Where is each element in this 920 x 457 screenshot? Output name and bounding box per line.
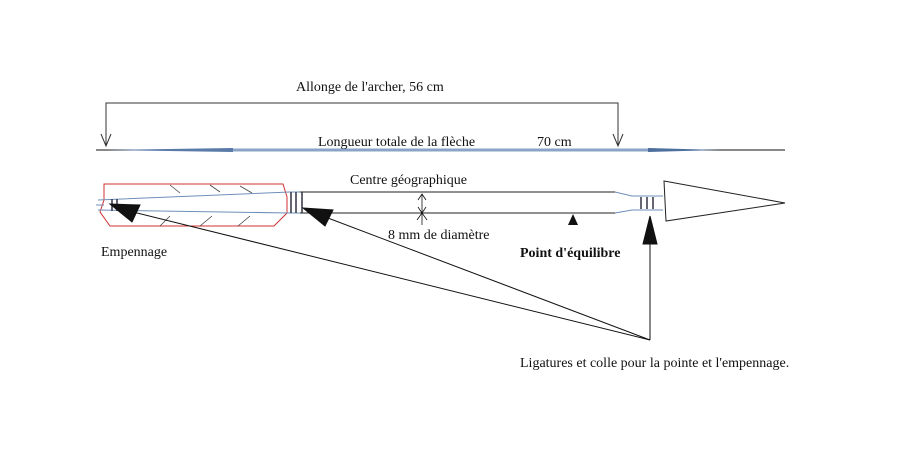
- arrow-head: [663, 180, 786, 222]
- binding-pointers: [108, 203, 658, 341]
- arrow-shaft: [96, 191, 663, 214]
- total-length-arrow: [96, 148, 785, 152]
- diameter-label: 8 mm de diamètre: [388, 228, 489, 243]
- bindings-label: Ligatures et colle pour la pointe et l'e…: [520, 356, 789, 371]
- balance-point-label: Point d'équilibre: [520, 246, 620, 261]
- center-marker: [416, 193, 428, 225]
- total-length-value: 70 cm: [537, 135, 572, 150]
- fletching-label: Empennage: [101, 245, 167, 260]
- binding-marks: [111, 192, 654, 213]
- draw-length-bracket: [100, 102, 624, 148]
- balance-point-arrow: [568, 214, 578, 225]
- draw-length-label: Allonge de l'archer, 56 cm: [296, 80, 444, 95]
- geometric-center-label: Centre géographique: [350, 173, 467, 188]
- total-length-label: Longueur totale de la flèche: [318, 135, 475, 150]
- fletching: [99, 183, 288, 227]
